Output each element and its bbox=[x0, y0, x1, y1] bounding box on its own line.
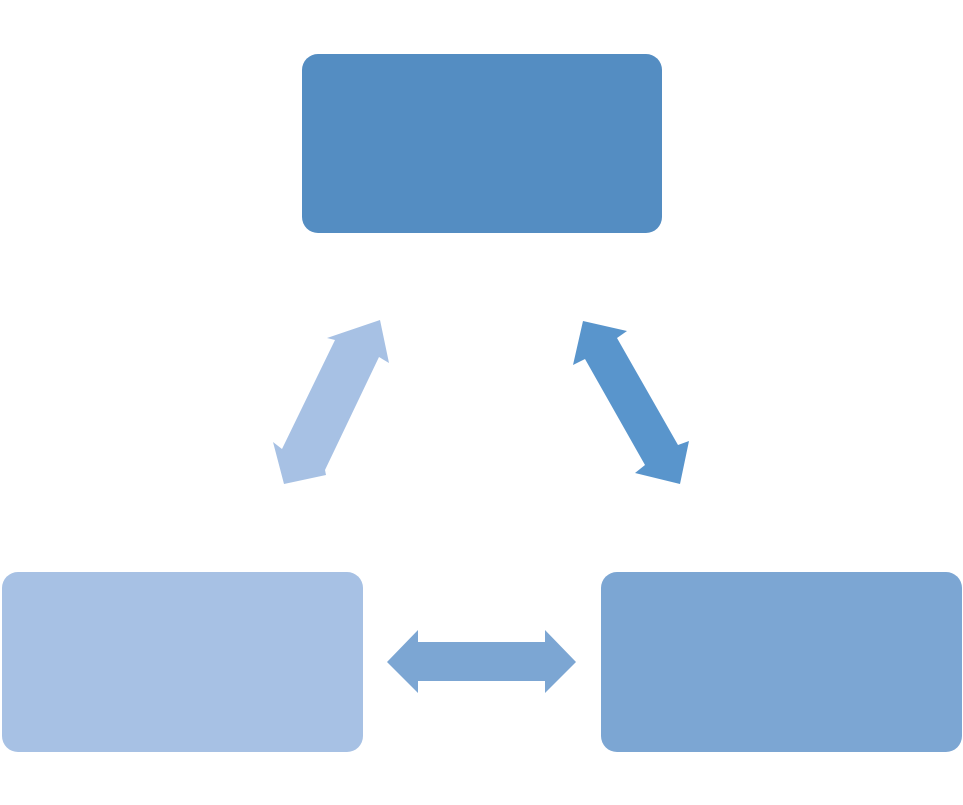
double-arrow-top-bottom-left bbox=[273, 320, 389, 484]
node-top bbox=[302, 54, 662, 233]
node-bottom-right-box bbox=[601, 572, 962, 752]
node-top-box bbox=[302, 54, 662, 233]
node-bottom-right bbox=[601, 572, 962, 752]
double-arrow-top-bottom-right bbox=[573, 321, 689, 484]
node-bottom-left-box bbox=[2, 572, 363, 752]
node-bottom-left bbox=[2, 572, 363, 752]
double-arrow-bottom-left-bottom-right bbox=[387, 630, 576, 693]
